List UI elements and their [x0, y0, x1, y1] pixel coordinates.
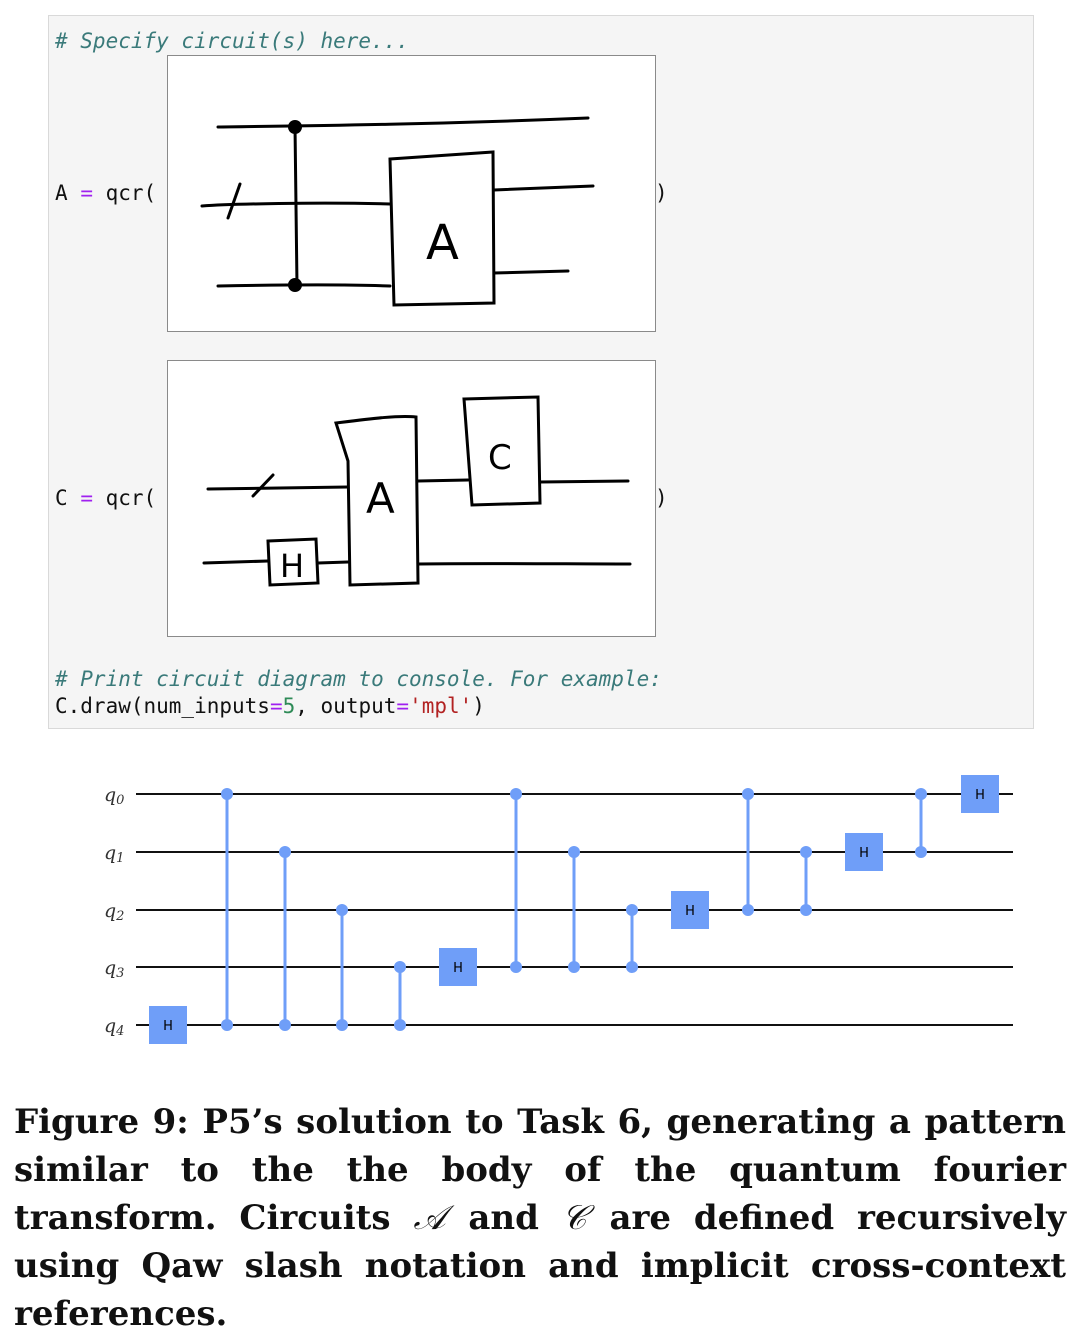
cz-control-dot: [336, 904, 348, 916]
cz-control-dot: [915, 788, 927, 800]
cz-control-dot: [279, 1019, 291, 1031]
cz-control-dot: [394, 961, 406, 973]
assign-op: =: [80, 181, 93, 205]
qubit-label-3: q3: [104, 957, 124, 981]
code-line-draw: C.draw(num_inputs=5, output='mpl'): [55, 693, 485, 719]
quantum-circuit-svg: q0 q1 q2 q3 q4 H H H H H: [104, 775, 1013, 1044]
caption-and: and: [445, 1198, 562, 1238]
cz-control-dot: [568, 961, 580, 973]
caption-sym-a: 𝒜: [413, 1198, 446, 1238]
cz-control-dot: [915, 846, 927, 858]
h-gate-label: H: [859, 846, 869, 861]
sketch-a-drawing: A: [200, 116, 595, 307]
h-gate-label: H: [163, 1019, 173, 1034]
quantum-circuit-diagram: q0 q1 q2 q3 q4 H H H H H: [0, 760, 1080, 1060]
cz-control-dot: [279, 846, 291, 858]
var-a: A: [55, 181, 68, 205]
h-gate-label: H: [975, 788, 985, 803]
draw-close-paren: ): [472, 694, 485, 718]
cz-control-dot: [510, 961, 522, 973]
h-gate-2: [671, 891, 709, 929]
code-line-a: A = qcr(: [55, 180, 156, 206]
var-c: C: [55, 486, 68, 510]
sketch-circuit-c[interactable]: A C H: [167, 360, 656, 637]
caption-text-1: generating a pattern similar to the the …: [14, 1102, 1067, 1238]
sketch-c-drawing: A C H: [202, 395, 632, 587]
cz-control-dot: [510, 788, 522, 800]
sketch-c-gate-c-label: C: [488, 438, 512, 478]
cz-control-dot: [221, 788, 233, 800]
draw-output-kw: , output: [295, 694, 397, 718]
h-gate-1: [439, 948, 477, 986]
h-gate-0: [149, 1006, 187, 1044]
cz-control-dot: [626, 904, 638, 916]
h-gate-4: [961, 775, 999, 813]
cz-control-dot: [221, 1019, 233, 1031]
draw-output-str: 'mpl': [409, 694, 473, 718]
cz-control-dot: [800, 846, 812, 858]
cz-control-dot: [742, 788, 754, 800]
draw-call: C.draw(num_inputs: [55, 694, 270, 718]
draw-num-inputs: 5: [282, 694, 296, 718]
sketch-c-gate-h-label: H: [280, 547, 304, 585]
code-line-c: C = qcr(: [55, 485, 156, 511]
cz-control-dot: [394, 1019, 406, 1031]
comment-specify: # Specify circuit(s) here...: [55, 29, 410, 53]
sketch-circuit-a[interactable]: A: [167, 55, 656, 332]
qubit-label-0: q0: [104, 784, 124, 808]
cz-control-dot: [336, 1019, 348, 1031]
close-paren-c: ): [655, 486, 668, 510]
draw-eq-1: =: [269, 694, 283, 718]
h-gate-3: [845, 833, 883, 871]
caption-lead: Figure 9: P5’s solution to Task 6,: [14, 1102, 653, 1142]
h-gate-label: H: [453, 961, 463, 976]
figure-caption: Figure 9: P5’s solution to Task 6, gener…: [14, 1098, 1066, 1338]
qubit-label-4: q4: [104, 1015, 124, 1039]
close-paren-a: ): [655, 181, 668, 205]
caption-sym-c: 𝒞: [561, 1198, 587, 1238]
h-gate-label: H: [685, 904, 695, 919]
cz-control-dot: [568, 846, 580, 858]
assign-op-c: =: [80, 486, 93, 510]
qubit-label-2: q2: [104, 900, 124, 924]
func-call-c: qcr(: [105, 486, 157, 510]
cz-control-dot: [742, 904, 754, 916]
cz-control-dot: [800, 904, 812, 916]
sketch-c-gate-a-label: A: [366, 474, 395, 523]
sketch-a-gate-label: A: [426, 215, 459, 271]
comment-print: # Print circuit diagram to console. For …: [55, 667, 662, 691]
qubit-label-1: q1: [104, 842, 124, 866]
code-cell[interactable]: # Specify circuit(s) here... A = qcr( ) …: [48, 15, 1034, 729]
cz-control-dot: [626, 961, 638, 973]
func-call-a: qcr(: [105, 181, 157, 205]
draw-eq-2: =: [396, 694, 410, 718]
